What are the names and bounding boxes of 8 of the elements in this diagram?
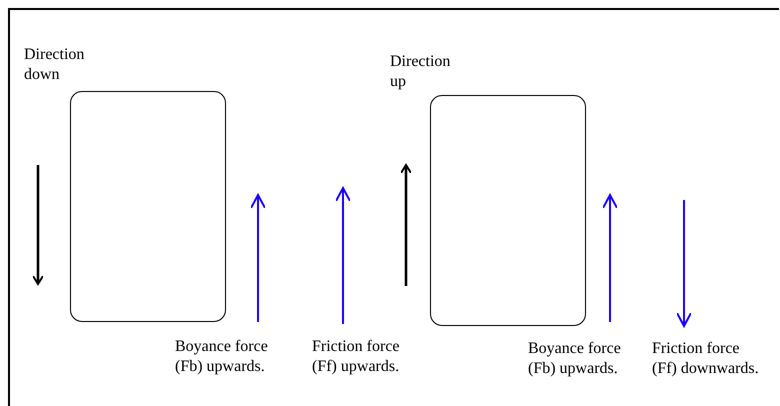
rounded-box <box>70 91 226 322</box>
direction-label: Direction down <box>24 45 86 85</box>
force-label: Friction force (Ff) upwards. <box>312 337 401 377</box>
force-label: Boyance force (Fb) upwards. <box>528 339 622 379</box>
force-label: Boyance force (Fb) upwards. <box>175 337 269 377</box>
rounded-box <box>430 95 586 326</box>
direction-label: Direction up <box>390 52 452 92</box>
force-label: Friction force (Ff) downwards. <box>652 339 760 379</box>
